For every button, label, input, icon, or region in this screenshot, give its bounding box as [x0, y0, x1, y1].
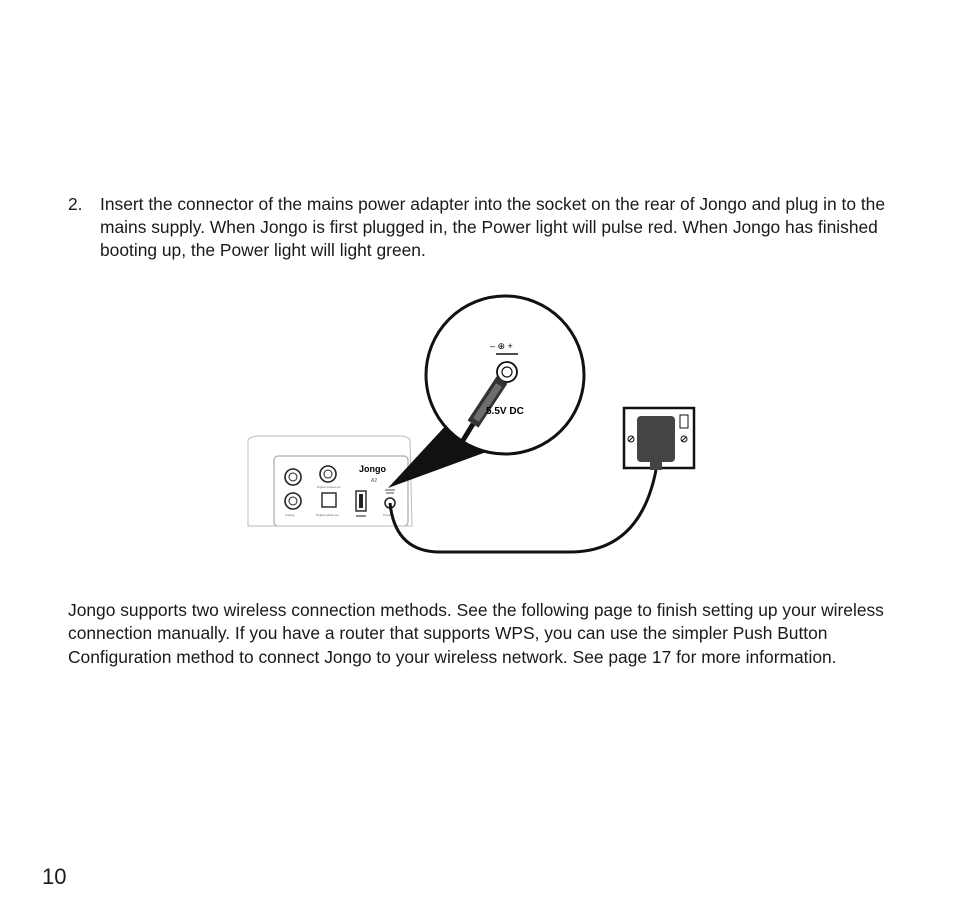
- step-number: 2.: [68, 194, 83, 214]
- port-label-power: Power: [383, 513, 392, 517]
- device-model-label: A2: [371, 478, 377, 484]
- port-label-coax: Digital coaxial out: [317, 485, 341, 489]
- power-adapter-icon: [637, 416, 675, 470]
- jongo-device: Jongo A2 Digital coaxial out Analog Digi…: [247, 435, 413, 527]
- power-connection-diagram: Jongo A2 Digital coaxial out Analog Digi…: [247, 294, 696, 554]
- port-label-optical: Digital optical out: [316, 513, 339, 517]
- port-label-analog: Analog: [285, 513, 295, 517]
- zoom-callout: – ⊕ + 5.5V DC: [424, 294, 586, 456]
- polarity-label: – ⊕ +: [490, 341, 513, 351]
- voltage-label: 5.5V DC: [486, 406, 524, 417]
- body-paragraph: Jongo supports two wireless connection m…: [68, 600, 884, 667]
- setup-illustration: Jongo A2 Digital coaxial out Analog Digi…: [240, 290, 710, 570]
- power-cable: [388, 469, 658, 554]
- page-number: 10: [42, 864, 67, 889]
- usb-icon: [355, 490, 367, 517]
- device-brand-label: Jongo: [359, 464, 386, 474]
- step-text: Insert the connector of the mains power …: [100, 194, 886, 260]
